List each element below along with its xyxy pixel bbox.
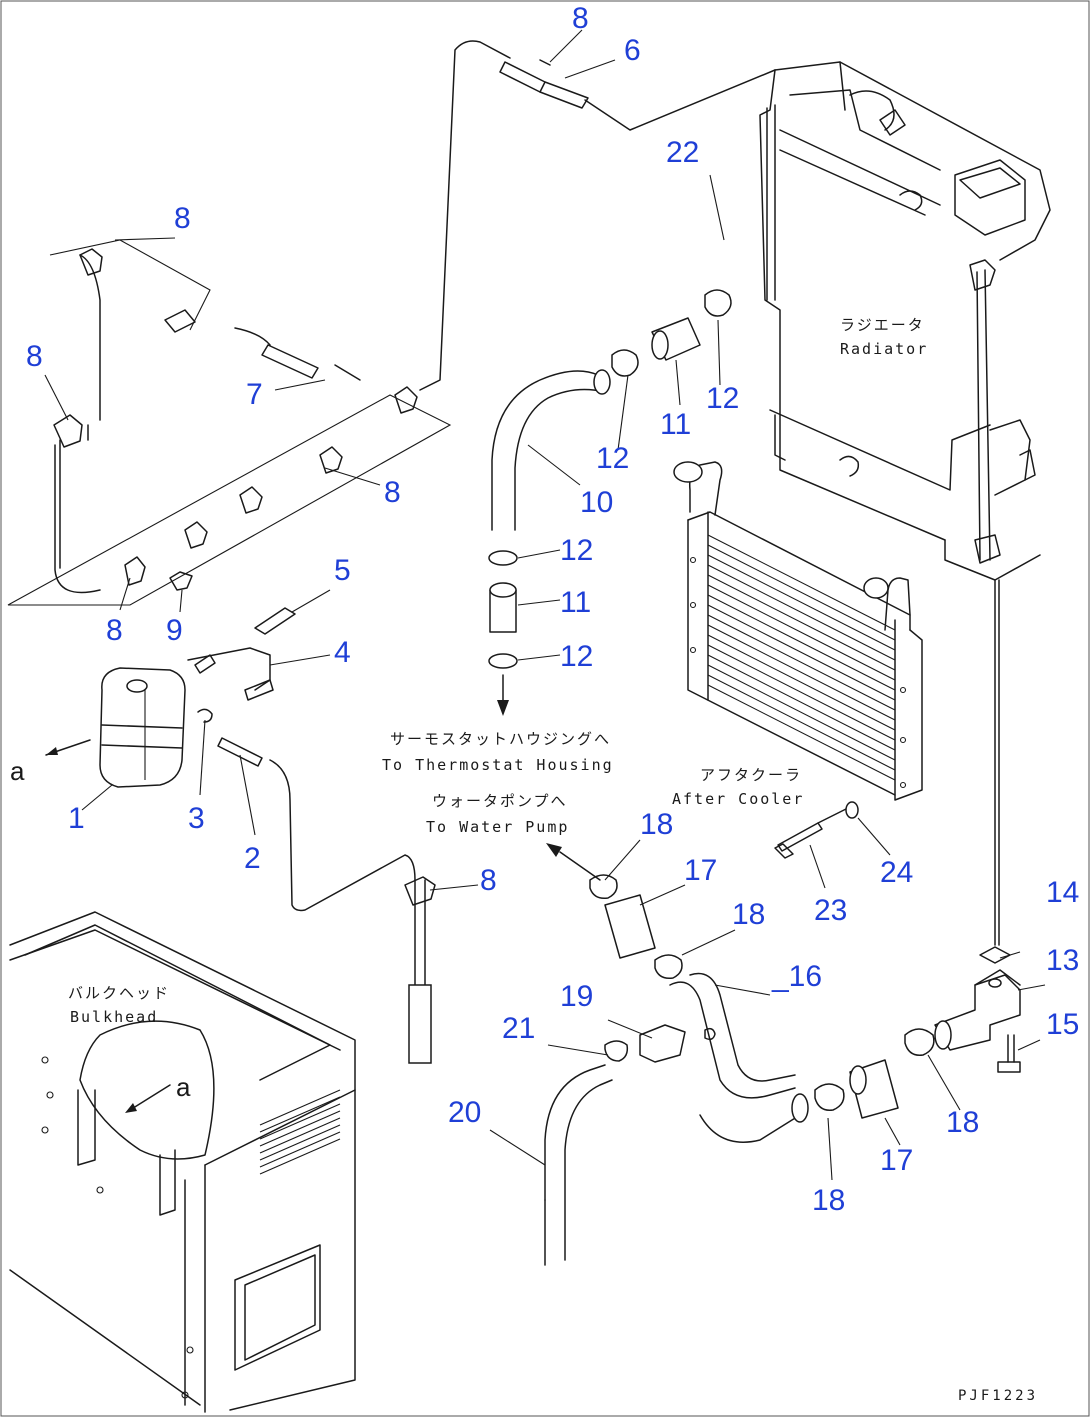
radiator xyxy=(759,61,1051,581)
callout-16: _16 xyxy=(771,960,822,993)
callout-12: 12 xyxy=(560,640,593,673)
callout-3: 3 xyxy=(188,802,205,835)
callout-11: 11 xyxy=(660,408,691,441)
hose-20 xyxy=(544,1064,613,1266)
aftercooler-fins xyxy=(707,534,896,781)
tube-6 xyxy=(539,81,589,109)
aftercooler xyxy=(673,461,923,801)
callout-19: 19 xyxy=(560,980,593,1013)
hose-2 xyxy=(217,737,263,767)
callout-14: 14 xyxy=(1046,876,1079,909)
gasket-14 xyxy=(979,946,1011,964)
view-a-leader-2 xyxy=(129,1084,171,1111)
callout-9: 9 xyxy=(166,614,183,647)
drawing-code: PJF1223 xyxy=(958,1388,1038,1404)
callout-10: 10 xyxy=(580,486,613,519)
washer-24 xyxy=(845,801,859,819)
callout-15: 15 xyxy=(1046,1008,1079,1041)
bolt-23 xyxy=(774,807,849,859)
elbow-13 xyxy=(934,969,1021,1051)
thermostat-label-en: To Thermostat Housing xyxy=(382,756,614,774)
callout-22: 22 xyxy=(666,136,699,169)
callout-4: 4 xyxy=(334,636,351,669)
callout-8: 8 xyxy=(384,476,401,509)
bulkhead-louvers xyxy=(259,1089,341,1175)
water-pump-label-en: To Water Pump xyxy=(426,818,569,836)
bulkhead-label-en: Bulkhead xyxy=(70,1008,158,1026)
water-pump-label-jp: ウォータポンプへ xyxy=(432,792,568,810)
callout-21: 21 xyxy=(502,1012,535,1045)
clamp-8-group xyxy=(53,59,551,906)
callout-5: 5 xyxy=(334,554,351,587)
callout-8: 8 xyxy=(174,202,191,235)
bolt-15 xyxy=(997,1034,1021,1073)
bulkhead-label-jp: バルクヘッド xyxy=(68,984,170,1002)
callout-18: 18 xyxy=(640,808,673,841)
callout-1: 1 xyxy=(68,802,85,835)
callout-24: 24 xyxy=(880,856,913,889)
bulkhead xyxy=(9,911,356,1413)
tube-7 xyxy=(261,344,319,379)
callout-17: 17 xyxy=(880,1144,913,1177)
reservoir-tank xyxy=(99,667,186,788)
aftercooler-label-en: After Cooler xyxy=(672,790,804,808)
callout-18: 18 xyxy=(812,1184,845,1217)
thermostat-hose xyxy=(488,289,732,716)
callout-13: 13 xyxy=(1046,944,1079,977)
view-a-letter: a xyxy=(10,756,25,786)
callout-12: 12 xyxy=(706,382,739,415)
callout-7: 7 xyxy=(246,378,263,411)
leader-lines xyxy=(44,29,1046,1181)
clip-3 xyxy=(197,708,213,723)
tee-19 xyxy=(639,1024,686,1063)
callout-8: 8 xyxy=(480,864,497,897)
callout-17: 17 xyxy=(684,854,717,887)
aftercooler-label-jp: アフタクーラ xyxy=(700,766,802,784)
callout-23: 23 xyxy=(814,894,847,927)
callout-8: 8 xyxy=(572,2,589,35)
overflow-tubes xyxy=(54,40,776,1064)
callout-6: 6 xyxy=(624,34,641,67)
callout-18: 18 xyxy=(732,898,765,931)
clamp-21 xyxy=(604,1040,629,1062)
callout-12: 12 xyxy=(560,534,593,567)
bolt-5 xyxy=(254,607,296,635)
water-pump-hose xyxy=(589,874,935,1143)
callout-18: 18 xyxy=(946,1106,979,1139)
bolt-9 xyxy=(169,571,193,591)
callout-20: 20 xyxy=(448,1096,481,1129)
callout-8: 8 xyxy=(106,614,123,647)
callout-2: 2 xyxy=(244,842,261,875)
thermostat-label-jp: サーモスタットハウジングへ xyxy=(390,730,611,748)
callout-12: 12 xyxy=(596,442,629,475)
callout-11: 11 xyxy=(560,586,591,619)
radiator-label-en: Radiator xyxy=(840,340,928,358)
mounting-plate-outline xyxy=(7,394,452,606)
radiator-label-jp: ラジエータ xyxy=(840,316,925,334)
water-pump-arrow xyxy=(559,851,601,881)
view-a-letter-2: a xyxy=(176,1072,191,1102)
bracket-4 xyxy=(187,647,271,691)
callout-8: 8 xyxy=(26,340,43,373)
